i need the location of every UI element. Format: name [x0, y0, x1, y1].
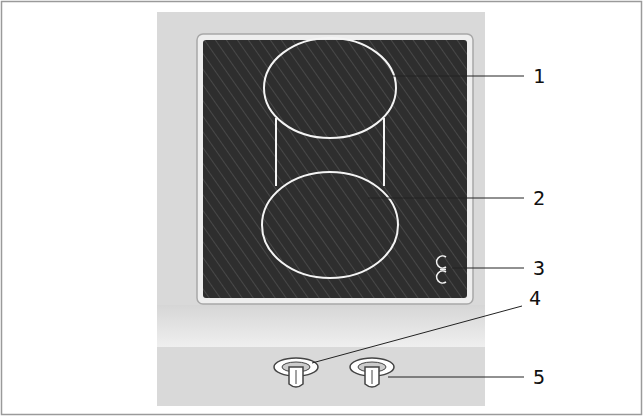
control-band — [157, 305, 485, 347]
hob-frame — [197, 34, 473, 304]
heat-indicator-symbol — [437, 256, 446, 283]
control-knob — [350, 358, 394, 387]
worktop — [157, 12, 485, 406]
leader-lines — [312, 76, 524, 377]
callout-number: 3 — [531, 257, 547, 279]
cooking-zone — [262, 172, 398, 278]
glass-top — [203, 40, 467, 298]
cooking-zone — [264, 38, 396, 138]
zone-mark — [383, 118, 385, 186]
callout-number: 5 — [531, 366, 547, 388]
callout-number: 2 — [531, 187, 547, 209]
zone-mark — [275, 118, 277, 186]
callout-number: 4 — [527, 287, 543, 309]
control-knob — [274, 358, 318, 387]
callout-number: 1 — [531, 65, 547, 87]
